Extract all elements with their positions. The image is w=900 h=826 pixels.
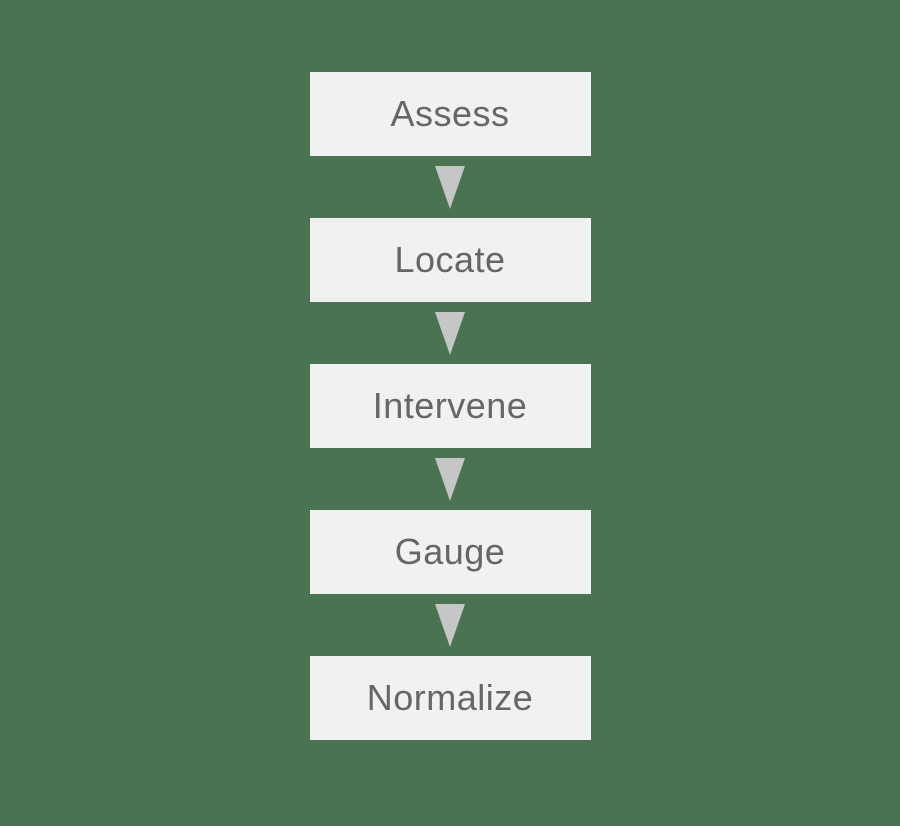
- flow-step-locate: Locate: [309, 218, 591, 302]
- connector: [435, 156, 465, 218]
- flow-step-gauge: Gauge: [309, 510, 591, 594]
- flow-step-label: Intervene: [372, 385, 528, 426]
- flow-step-intervene: Intervene: [309, 364, 591, 448]
- flow-step-assess: Assess: [309, 72, 591, 156]
- flow-step-label: Assess: [390, 93, 510, 134]
- connector: [435, 594, 465, 656]
- connector: [435, 302, 465, 364]
- flow-step-normalize: Normalize: [309, 656, 591, 740]
- down-arrow-icon: [435, 311, 465, 355]
- down-arrow-icon: [435, 165, 465, 209]
- down-arrow-icon: [435, 603, 465, 647]
- flow-step-label: Locate: [394, 239, 506, 280]
- flow-step-label: Normalize: [366, 677, 534, 718]
- connector: [435, 448, 465, 510]
- down-arrow-icon: [435, 457, 465, 501]
- flow-step-label: Gauge: [394, 531, 506, 572]
